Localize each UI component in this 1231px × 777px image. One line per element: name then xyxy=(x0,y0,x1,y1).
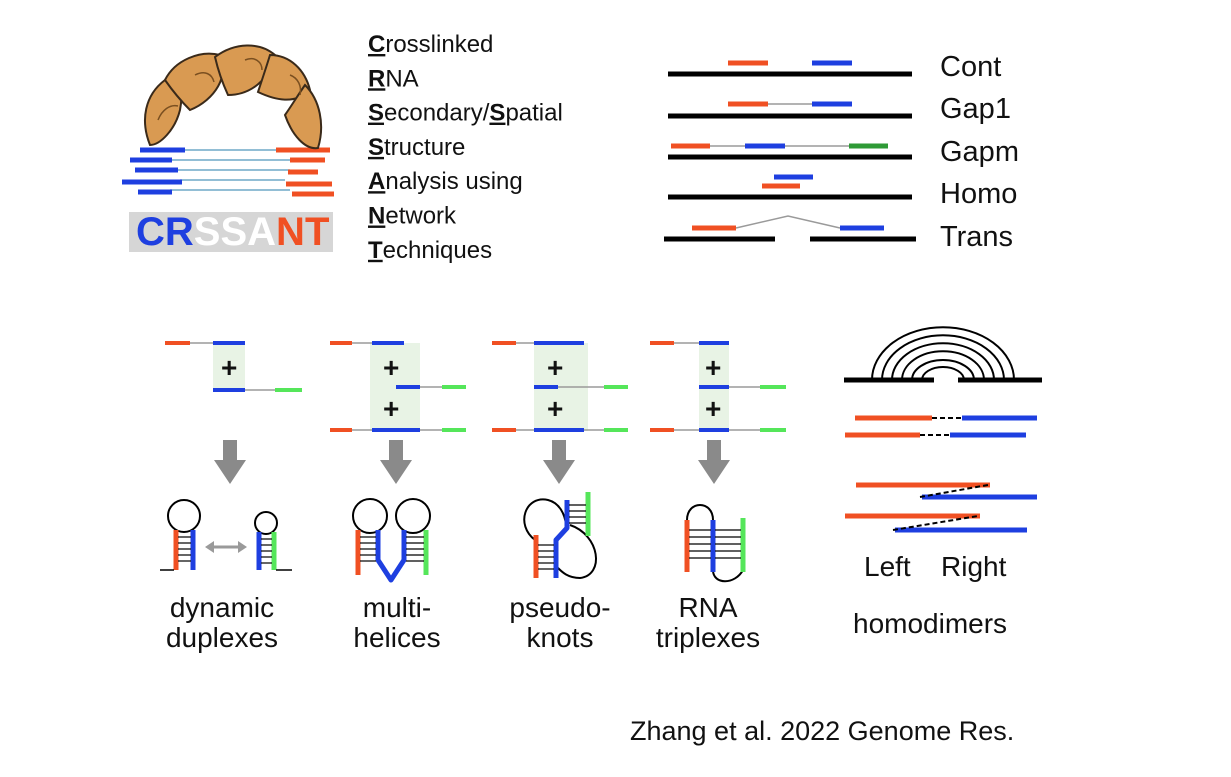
acronym-initial: N xyxy=(368,203,385,230)
alignment-homo xyxy=(668,174,912,200)
logo-letter: T xyxy=(305,210,329,254)
logo-background xyxy=(129,212,333,252)
plus-sign: + xyxy=(705,352,721,383)
acronym-line: Structure xyxy=(368,134,465,161)
acronym-rest: nalysis using xyxy=(385,168,522,195)
acronym-rest: econdary/ xyxy=(384,100,490,127)
acronym-initial: A xyxy=(368,168,385,195)
down-arrow-icon xyxy=(698,440,730,484)
alignment-types-panel: Cont Gap1 Gapm Homo Trans xyxy=(664,51,1019,253)
homodimer-arcs xyxy=(871,326,1015,381)
plus-sign: + xyxy=(383,393,399,424)
down-arrow-icon xyxy=(214,440,246,484)
panel-pseudoknots: + + pseudo- knots xyxy=(492,341,628,653)
down-arrow-icon xyxy=(543,440,575,484)
panel-homodimers: Left Right homodimers xyxy=(844,326,1042,639)
acronym-line: Secondary/Spatial xyxy=(368,100,563,127)
acronym-rest: echniques xyxy=(383,237,492,264)
acronym-line: Network xyxy=(368,203,457,230)
citation-text: Zhang et al. 2022 Genome Res. xyxy=(630,716,1014,746)
plus-sign: + xyxy=(705,393,721,424)
acronym-initial: S xyxy=(368,100,384,127)
plus-sign: + xyxy=(547,352,563,383)
double-arrow-icon xyxy=(205,541,247,553)
plus-sign: + xyxy=(547,393,563,424)
logo-letter: R xyxy=(165,210,194,254)
panel-rna-triplexes: + + RNA triplexes xyxy=(650,341,786,653)
acronym-line: Techniques xyxy=(368,237,492,264)
structure-label-line2: helices xyxy=(353,622,440,653)
structure-label-line1: RNA xyxy=(678,592,737,623)
acronym-initial: S xyxy=(368,134,384,161)
structure-label-line1: dynamic xyxy=(170,592,274,623)
logo-read-lines xyxy=(122,147,334,197)
logo-letter: N xyxy=(276,210,305,254)
alignment-gap1 xyxy=(668,101,912,119)
structure-label-line2: triplexes xyxy=(656,622,760,653)
acronym-rest: NA xyxy=(385,65,418,92)
structure-label-line2: knots xyxy=(527,622,594,653)
alignment-gapm xyxy=(668,143,912,160)
acronym-initial: S xyxy=(489,100,505,127)
acronym-initial: R xyxy=(368,65,385,92)
type-label-gap1: Gap1 xyxy=(940,93,1011,125)
plus-sign: + xyxy=(383,352,399,383)
logo-letter: A xyxy=(247,210,276,254)
logo-letter: S xyxy=(220,210,247,254)
logo-letter: C xyxy=(136,210,165,254)
homodimer-left-label: Left xyxy=(864,551,911,582)
panel-dynamic-duplexes: + dynamic duplexes xyxy=(160,341,302,653)
logo-wordmark: CRSSANT xyxy=(136,210,329,254)
acronym-rest: etwork xyxy=(385,203,457,230)
crssant-logo: CRSSANT xyxy=(122,44,334,254)
acronym-rest: patial xyxy=(505,100,562,127)
plus-sign: + xyxy=(221,352,237,383)
type-label-trans: Trans xyxy=(940,221,1013,253)
homodimer-right-label: Right xyxy=(941,551,1007,582)
type-label-cont: Cont xyxy=(940,51,1001,83)
acronym-initial: C xyxy=(368,31,385,58)
acronym-line: RNA xyxy=(368,65,419,92)
down-arrow-icon xyxy=(380,440,412,484)
structure-label-line2: duplexes xyxy=(166,622,278,653)
type-label-homo: Homo xyxy=(940,178,1017,210)
structure-label-line1: pseudo- xyxy=(509,592,610,623)
acronym-initial: T xyxy=(368,237,383,264)
acronym-line: Crosslinked xyxy=(368,31,493,58)
acronym-line: Analysis using xyxy=(368,168,523,195)
acronym-expansion: CrosslinkedRNASecondary/SpatialStructure… xyxy=(368,31,563,264)
structure-label-line1: multi- xyxy=(363,592,431,623)
panel-multi-helices: + + multi- helices xyxy=(330,341,466,653)
homodimer-title: homodimers xyxy=(853,608,1007,639)
croissant-icon xyxy=(144,44,323,150)
alignment-trans xyxy=(664,215,916,242)
type-label-gapm: Gapm xyxy=(940,136,1019,168)
acronym-rest: tructure xyxy=(384,134,465,161)
logo-letter: S xyxy=(194,210,221,254)
acronym-rest: rosslinked xyxy=(385,31,493,58)
alignment-cont xyxy=(668,60,912,77)
